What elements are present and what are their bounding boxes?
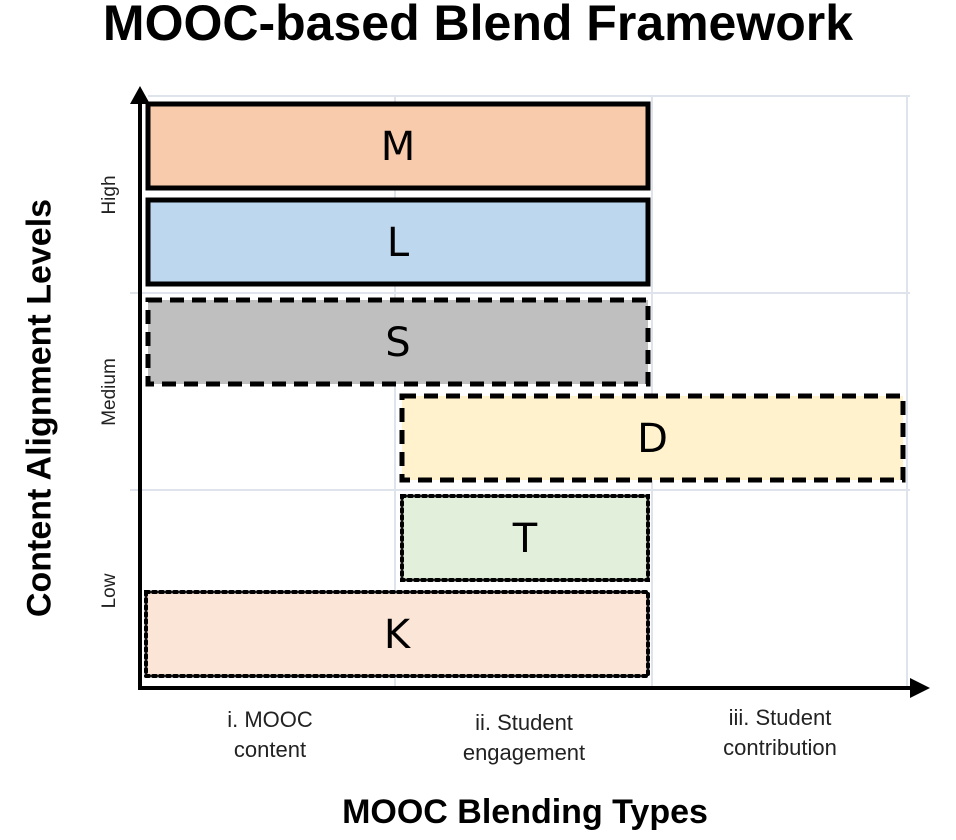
- box-t: T: [400, 494, 650, 582]
- x-type-line1: i. MOOC: [227, 707, 313, 732]
- box-l: L: [145, 197, 651, 287]
- gridlines: [130, 95, 910, 686]
- x-type-student-engagement: ii. Student engagement: [463, 708, 585, 768]
- x-type-line1: iii. Student: [728, 705, 832, 730]
- box-m: M: [145, 101, 651, 191]
- x-type-line1: ii. Student: [475, 710, 573, 735]
- x-type-line2: contribution: [723, 735, 837, 760]
- box-s: S: [145, 297, 651, 387]
- y-axis-arrow-icon: [130, 86, 150, 104]
- box-letter: M: [381, 124, 416, 170]
- box-letter: S: [385, 320, 410, 366]
- box-k: K: [144, 590, 650, 678]
- box-rect: [145, 101, 651, 191]
- box-rect: [145, 197, 651, 287]
- x-type-mooc-content: i. MOOC content: [227, 705, 313, 765]
- box-rect: [144, 590, 650, 678]
- diagram-title: MOOC-based Blend Framework: [102, 0, 854, 51]
- box-letter: D: [637, 416, 668, 462]
- box-letter: T: [512, 516, 538, 562]
- x-axis-label: MOOC Blending Types: [342, 793, 708, 831]
- x-type-line2: engagement: [462, 740, 586, 765]
- x-axis-arrow-icon: [910, 678, 930, 698]
- box-rect: [145, 297, 651, 387]
- box-letter: K: [384, 612, 412, 658]
- box-rect: [399, 393, 906, 483]
- x-type-student-contribution: iii. Student contribution: [723, 703, 837, 763]
- box-rect: [400, 494, 650, 582]
- box-letter: L: [387, 220, 410, 266]
- box-d: D: [399, 393, 906, 483]
- x-type-line2: content: [233, 737, 307, 762]
